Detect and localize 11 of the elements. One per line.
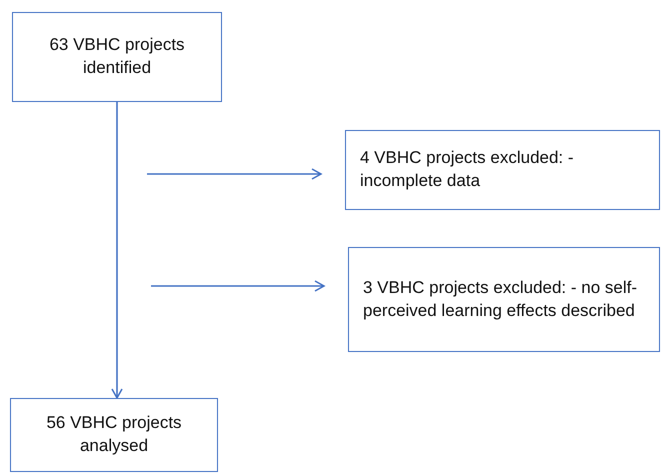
arrow	[111, 102, 123, 399]
process-box	[345, 130, 660, 210]
box-text: 63 VBHC projects identified	[48, 34, 186, 79]
box-text: 3 VBHC projects excluded: - no self-perceived learning effects described	[363, 276, 638, 322]
box-text: 4 VBHC projects excluded: - incomplete data	[360, 147, 575, 192]
arrow	[151, 280, 325, 292]
process-box	[12, 12, 222, 102]
process-box	[10, 398, 218, 472]
process-box	[348, 247, 660, 352]
box-text: 56 VBHC projects analysed	[45, 412, 183, 457]
arrow	[147, 168, 322, 180]
